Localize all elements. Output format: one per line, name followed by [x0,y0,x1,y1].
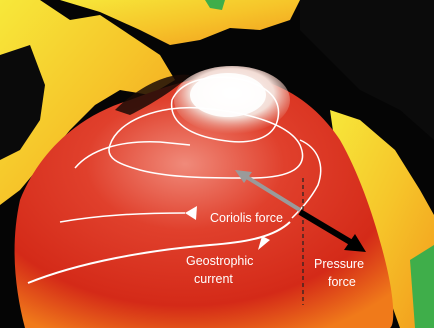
pressure-label-line2: force [328,275,356,289]
coriolis-force-label: Coriolis force [210,211,283,225]
geostrophic-label-line2: current [194,272,233,286]
pressure-label-line1: Pressure [314,257,364,271]
geostrophic-label-line1: Geostrophic [186,254,253,268]
